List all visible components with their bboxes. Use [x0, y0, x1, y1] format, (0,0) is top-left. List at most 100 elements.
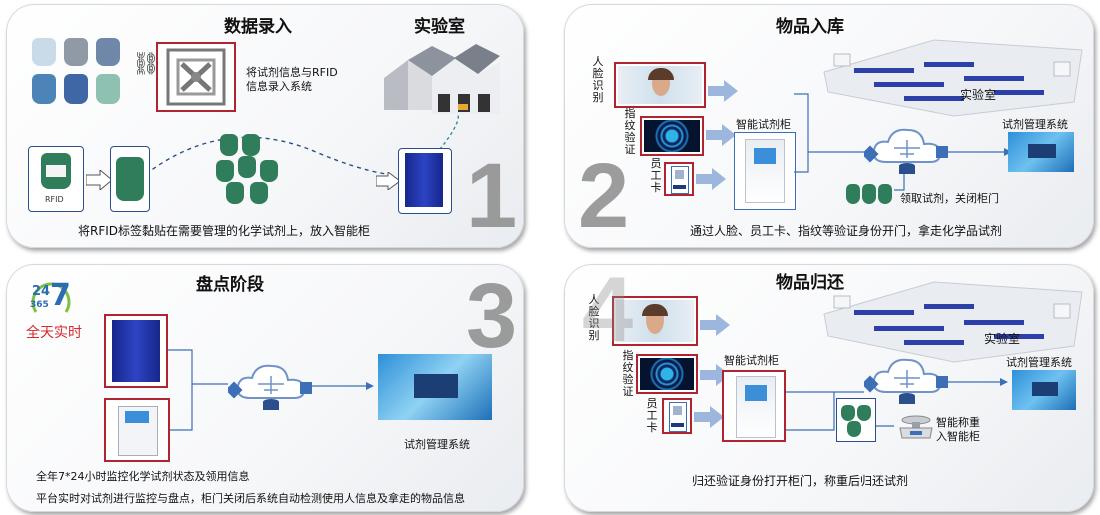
face-recognition-frame [612, 296, 698, 346]
smart-cabinet-frame [722, 370, 786, 442]
face-recognition-label: 人脸识别 [588, 293, 600, 342]
cloud-server-icon [864, 128, 948, 174]
cloud-server-icon [864, 358, 948, 404]
fingerprint-icon [640, 358, 694, 390]
panel2-system-label: 试剂管理系统 [1002, 118, 1068, 131]
system-screen-icon [1012, 370, 1076, 410]
face-recognition-label: 人脸识别 [592, 55, 604, 104]
scanner-frame [104, 398, 170, 462]
panel-data-entry: 数据录入 实验室 ⛓ 将试剂信息与RFID 信息录入系统 [6, 4, 524, 248]
face-recognition-frame [614, 62, 706, 108]
bottle-icon [841, 405, 855, 421]
bottle-icon [847, 421, 861, 437]
badge-24-7-icon: 24 7 365 [28, 278, 74, 320]
panel-storage-in: 物品入库 人脸识别 指纹验证 员工卡 智能试剂柜 实验室 [564, 4, 1094, 248]
system-screen-icon [1008, 132, 1074, 172]
smart-weigh-line2: 入智能柜 [936, 430, 980, 443]
panel1-caption: 将RFID标签黏贴在需要管理的化学试剂上，放入智能柜 [78, 224, 371, 238]
fingerprint-label: 指纹验证 [622, 349, 634, 398]
bottle-icon [857, 405, 871, 421]
id-card-icon [669, 402, 687, 432]
bottle-icon [862, 184, 876, 204]
panel2-caption: 通过人脸、员工卡、指纹等验证身份开门，拿走化学品试剂 [690, 224, 1003, 238]
panel4-lab-label: 实验室 [984, 332, 1021, 346]
smart-cabinet-icon [745, 139, 785, 203]
panel3-system-label: 试剂管理系统 [404, 438, 470, 451]
flow-lines [168, 349, 374, 431]
panel4-title: 物品归还 [776, 273, 844, 293]
badge-365-text: 365 [30, 300, 49, 310]
employee-card-label: 员工卡 [646, 397, 658, 434]
arrow-right-icon [376, 172, 400, 190]
fingerprint-frame [636, 354, 698, 394]
smart-cabinet-label: 智能试剂柜 [724, 354, 779, 367]
inventory-scanner-icon [118, 406, 158, 456]
fingerprint-icon [644, 120, 700, 152]
arrow-right-icon [86, 170, 112, 190]
panel-return: 物品归还 人脸识别 指纹验证 员工卡 智能试剂柜 实验室 [564, 264, 1094, 512]
bottle-icon [96, 38, 120, 66]
system-screen-icon [378, 354, 492, 420]
arrow-right-icon [700, 314, 730, 336]
laboratory-floorplan-image [823, 39, 1083, 117]
weighing-scale-icon [899, 415, 933, 439]
bottle-icon [64, 38, 88, 66]
panel2-title: 物品入库 [776, 17, 844, 37]
bottle-icon [32, 74, 56, 104]
cabinet-frame [104, 314, 168, 388]
take-reagent-text: 领取试剂，关闭柜门 [900, 192, 999, 205]
bottles-frame [836, 398, 876, 442]
employee-card-label: 员工卡 [650, 157, 662, 194]
employee-card-frame [662, 398, 692, 434]
panel3-caption-1: 全年7*24小时监控化学试剂状态及领用信息 [36, 470, 250, 483]
cloud-server-icon [228, 364, 312, 410]
panel4-system-label: 试剂管理系统 [1006, 356, 1072, 369]
rfid-tag-box [156, 42, 236, 112]
smart-cabinet-icon [736, 376, 776, 438]
bottle-icon [116, 157, 144, 201]
panel-inventory: 盘点阶段 24 7 365 全天实时 试剂管理系统 全年7*24小时监控化学试剂… [6, 264, 524, 512]
arrow-right-icon [694, 406, 724, 428]
rfid-desc-line2: 信息录入系统 [246, 80, 312, 93]
rfid-tag-text: RFID [45, 195, 64, 204]
arrow-right-icon [696, 168, 726, 190]
step-number-2: 2 [578, 145, 629, 247]
step-number-4: 4 [582, 264, 633, 361]
laboratory-building-icon [384, 44, 500, 114]
smart-cabinet-frame [398, 148, 452, 214]
step-number-1: 1 [466, 145, 517, 247]
panel3-title: 盘点阶段 [196, 275, 264, 295]
rfid-antenna-icon [166, 48, 226, 106]
smart-cabinet-icon [405, 153, 443, 207]
badge-24-text: 24 [32, 284, 51, 299]
arrow-right-icon [706, 124, 736, 146]
bottle-icon [878, 184, 892, 204]
face-scan-icon [618, 66, 702, 104]
bottle-icon [846, 184, 860, 204]
face-scan-icon [616, 300, 694, 342]
bottle-icon [32, 38, 56, 66]
tagged-bottle-frame [110, 146, 150, 212]
rfid-desc-line1: 将试剂信息与RFID [246, 66, 338, 79]
panel1-title: 数据录入 [224, 17, 292, 37]
panel1-lab-label: 实验室 [414, 17, 465, 37]
id-card-icon [671, 166, 689, 194]
smart-cabinet-label: 智能试剂柜 [736, 118, 791, 131]
step-number-3: 3 [466, 265, 517, 367]
fingerprint-label: 指纹验证 [624, 107, 636, 156]
fingerprint-frame [640, 116, 704, 156]
bottle-icon [96, 74, 120, 104]
badge-7-text: 7 [50, 278, 71, 313]
realtime-label: 全天实时 [26, 325, 82, 341]
laboratory-floorplan-image [823, 281, 1083, 363]
panel4-caption: 归还验证身份打开柜门，称重后归还试剂 [692, 474, 909, 488]
bottle-icon [64, 74, 88, 104]
link-icon: ⛓ [132, 52, 160, 77]
arrow-right-icon [708, 80, 738, 102]
rfid-label-frame: RFID [28, 146, 84, 212]
employee-card-frame [664, 162, 694, 196]
flow-lines [786, 378, 1008, 431]
panel2-lab-label: 实验室 [960, 88, 997, 102]
panel3-caption-2: 平台实时对试剂进行监控与盘点，柜门关闭后系统自动检测使用人信息及拿走的物品信息 [36, 492, 465, 505]
smart-cabinet-frame [734, 132, 796, 210]
